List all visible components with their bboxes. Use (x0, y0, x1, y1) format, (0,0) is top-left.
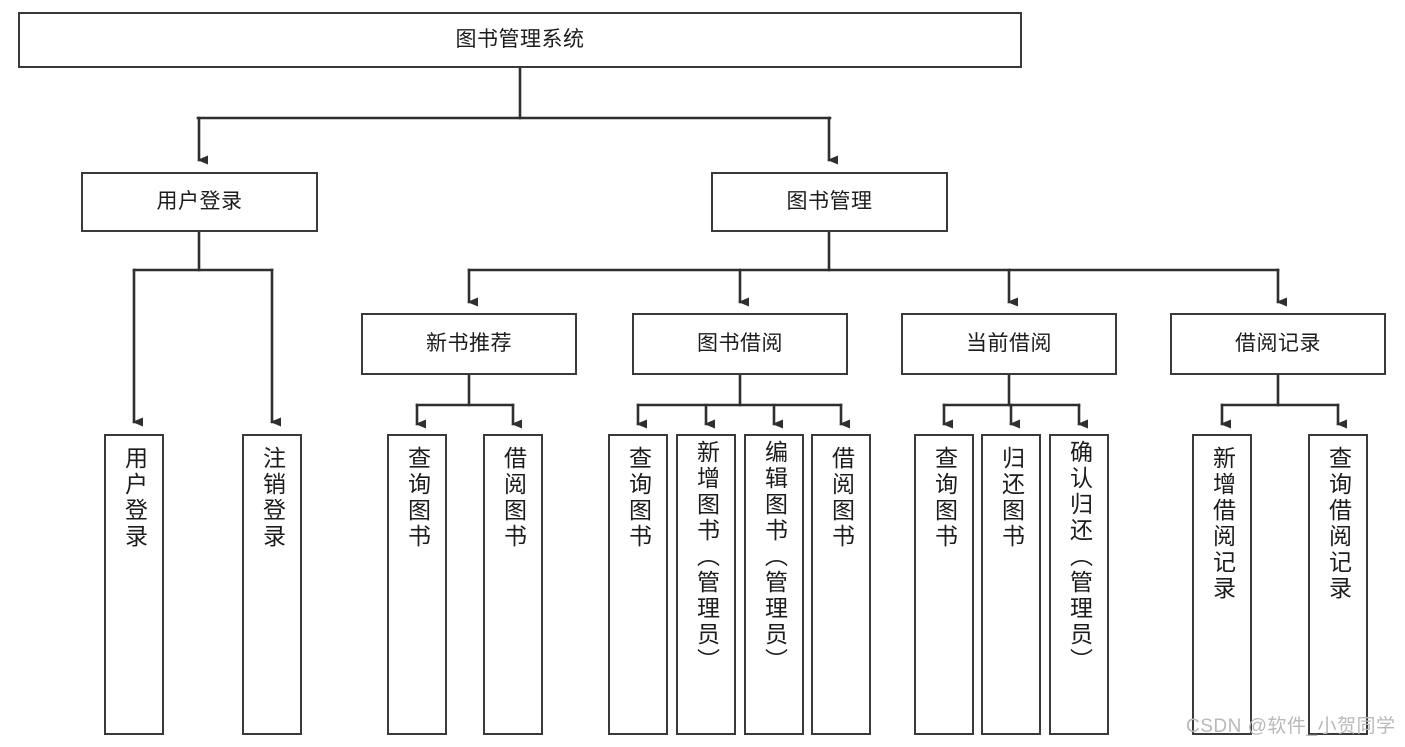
leaf-logout[interactable]: 注销登录 (242, 434, 302, 735)
leaf-logout-label: 注销登录 (259, 446, 286, 550)
leaf-query-book-current-label: 查询图书 (931, 446, 958, 550)
leaf-return-book-label: 归还图书 (998, 446, 1025, 550)
node-current-borrow[interactable]: 当前借阅 (901, 313, 1117, 375)
leaf-borrow-book-borrow[interactable]: 借阅图书 (811, 434, 871, 735)
leaf-confirm-return-admin[interactable]: 确认归还（管理员） (1049, 434, 1109, 735)
leaf-borrow-book-recommendation[interactable]: 借阅图书 (483, 434, 543, 735)
leaf-user-login[interactable]: 用户登录 (104, 434, 164, 735)
leaf-add-book-admin[interactable]: 新增图书（管理员） (676, 434, 736, 735)
node-root[interactable]: 图书管理系统 (18, 12, 1022, 68)
leaf-edit-book-admin[interactable]: 编辑图书（管理员） (744, 434, 804, 735)
leaf-add-book-admin-label: 新增图书（管理员） (693, 440, 720, 674)
leaf-query-book-recommendation[interactable]: 查询图书 (387, 434, 447, 735)
leaf-add-borrow-record[interactable]: 新增借阅记录 (1192, 434, 1252, 735)
node-book-management[interactable]: 图书管理 (711, 172, 948, 232)
node-new-book-recommendation[interactable]: 新书推荐 (361, 313, 577, 375)
node-user-login[interactable]: 用户登录 (81, 172, 318, 232)
leaf-query-book-recommendation-label: 查询图书 (404, 446, 431, 550)
node-book-borrow-label: 图书借阅 (697, 331, 783, 355)
leaf-confirm-return-admin-label: 确认归还（管理员） (1066, 440, 1093, 674)
leaf-query-book-borrow-label: 查询图书 (625, 446, 652, 550)
leaf-user-login-label: 用户登录 (121, 446, 148, 550)
node-borrow-record-label: 借阅记录 (1235, 331, 1321, 355)
node-new-book-recommendation-label: 新书推荐 (426, 331, 512, 355)
leaf-query-book-current[interactable]: 查询图书 (914, 434, 974, 735)
leaf-query-borrow-record-label: 查询借阅记录 (1325, 446, 1352, 602)
leaf-query-book-borrow[interactable]: 查询图书 (608, 434, 668, 735)
node-book-management-label: 图书管理 (786, 189, 873, 213)
node-borrow-record[interactable]: 借阅记录 (1170, 313, 1386, 375)
node-book-borrow[interactable]: 图书借阅 (632, 313, 848, 375)
leaf-borrow-book-recommendation-label: 借阅图书 (500, 446, 527, 550)
csdn-watermark: CSDN @软件_小贺同学 (1186, 716, 1396, 737)
leaf-borrow-book-borrow-label: 借阅图书 (828, 446, 855, 550)
node-root-label: 图书管理系统 (455, 27, 585, 51)
node-user-login-label: 用户登录 (156, 189, 243, 213)
leaf-query-borrow-record[interactable]: 查询借阅记录 (1308, 434, 1368, 735)
leaf-edit-book-admin-label: 编辑图书（管理员） (761, 440, 788, 674)
leaf-return-book[interactable]: 归还图书 (981, 434, 1041, 735)
leaf-add-borrow-record-label: 新增借阅记录 (1209, 446, 1236, 602)
node-current-borrow-label: 当前借阅 (966, 331, 1052, 355)
